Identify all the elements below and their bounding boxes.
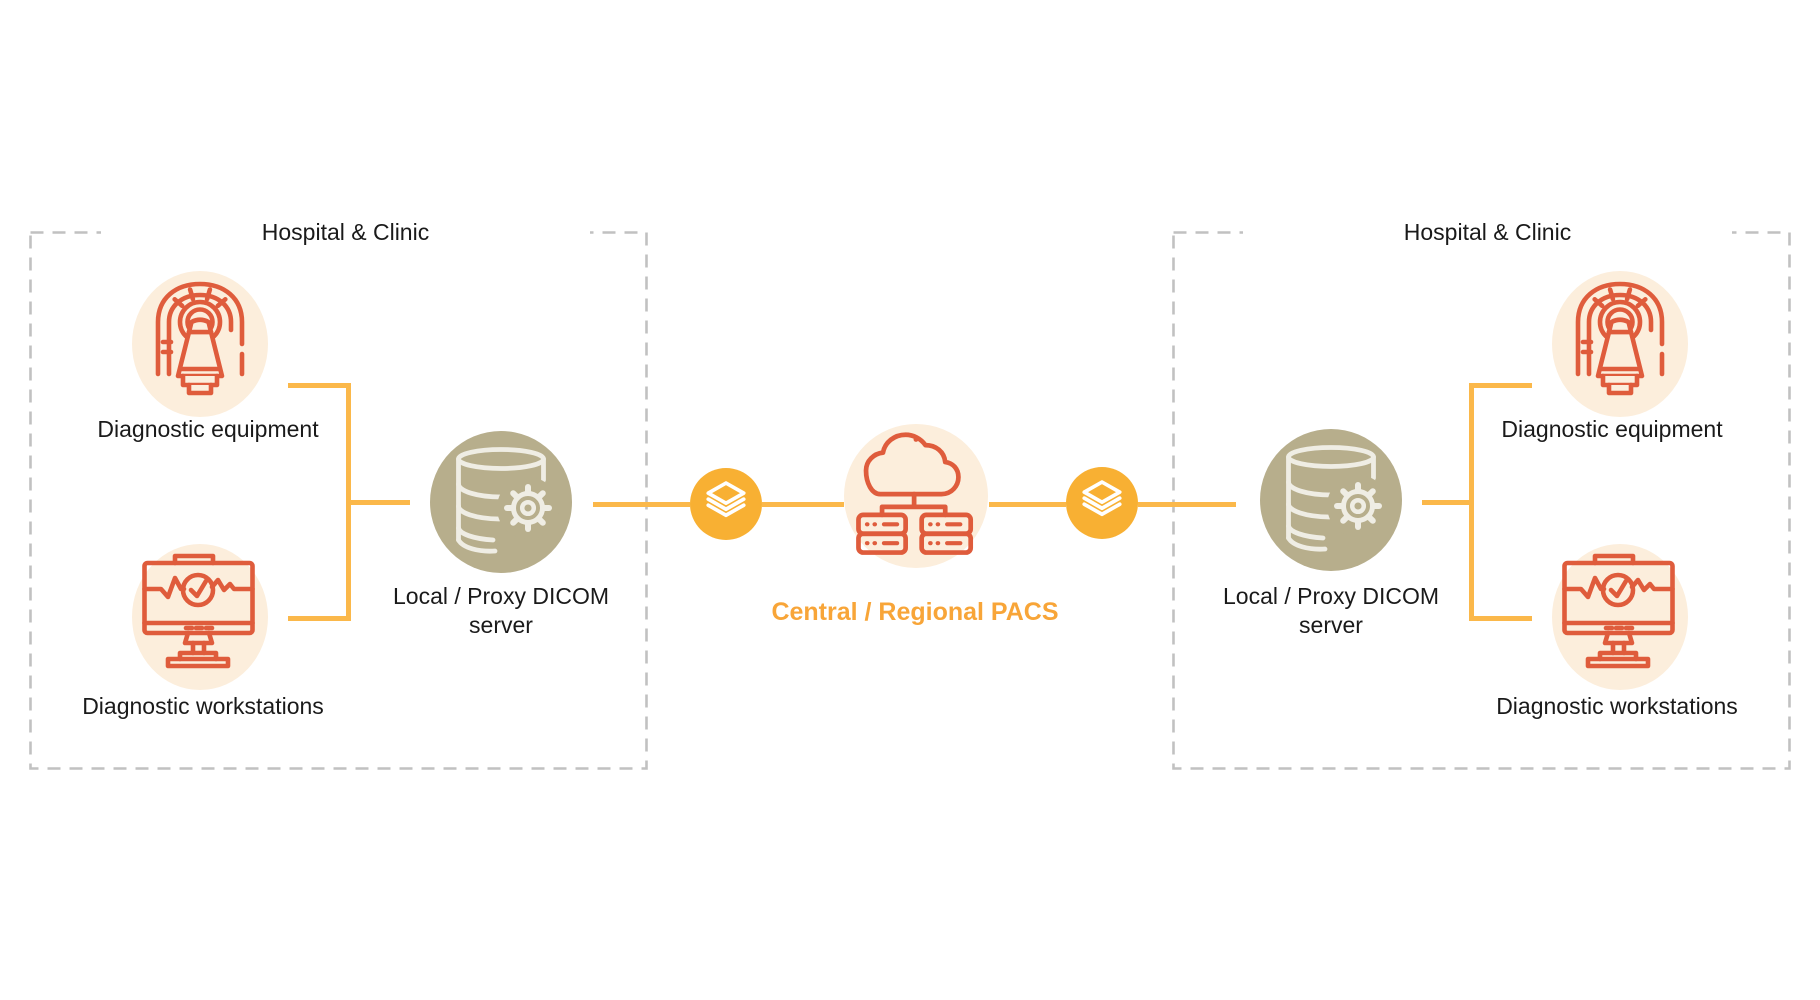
dicom-server-label-right: Local / Proxy DICOM server — [1151, 582, 1511, 640]
database-gear-icon — [456, 447, 559, 554]
central-pacs-label: Central / Regional PACS — [771, 598, 1059, 626]
database-gear-icon — [1286, 445, 1389, 552]
connector-right-equipment-stub — [1471, 383, 1532, 388]
connector-pacs-to-transfer-right — [989, 502, 1066, 507]
workstation-node-left — [132, 544, 268, 690]
equipment-node-right — [1552, 271, 1688, 417]
connector-left-bracket-vertical — [346, 383, 351, 621]
layers-stack-icon — [1082, 480, 1122, 517]
connector-right-server-to-bracket — [1422, 500, 1474, 505]
transfer-node-right — [1066, 467, 1138, 539]
equipment-label-left: Diagnostic equipment — [97, 416, 319, 442]
diagnostic-workstation-icon — [142, 553, 255, 669]
dicom-server-label-left-line2: server — [469, 612, 533, 638]
dicom-server-node-right — [1260, 429, 1402, 571]
central-pacs-node — [844, 424, 988, 568]
connector-leftserver-to-transfer — [593, 502, 690, 507]
connector-transfer-to-pacs-left — [762, 502, 844, 507]
connector-left-bracket-to-server — [351, 500, 410, 505]
layers-stack-icon — [706, 481, 746, 518]
dicom-server-node-left — [430, 431, 572, 573]
connector-right-bracket-vertical — [1469, 383, 1474, 621]
equipment-label-right: Diagnostic equipment — [1501, 416, 1723, 442]
mri-scanner-icon — [1575, 281, 1665, 396]
connector-transfer-to-rightserver — [1138, 502, 1236, 507]
cluster-title-right: Hospital & Clinic — [1243, 217, 1732, 247]
connector-left-workstation-stub — [288, 616, 351, 621]
workstation-label-left: Diagnostic workstations — [82, 693, 324, 719]
connector-left-equipment-stub — [288, 383, 351, 388]
dicom-server-label-right-line2: server — [1299, 612, 1363, 638]
dicom-server-label-right-line1: Local / Proxy DICOM — [1223, 583, 1439, 609]
dicom-server-label-left: Local / Proxy DICOM server — [321, 582, 681, 640]
diagnostic-workstation-icon — [1562, 553, 1675, 669]
equipment-node-left — [132, 271, 268, 417]
mri-scanner-icon — [155, 281, 245, 396]
cloud-servers-icon — [856, 432, 974, 555]
connector-right-workstation-stub — [1471, 616, 1532, 621]
workstation-node-right — [1552, 544, 1688, 690]
transfer-node-left — [690, 468, 762, 540]
cluster-title-left: Hospital & Clinic — [101, 217, 590, 247]
dicom-server-label-left-line1: Local / Proxy DICOM — [393, 583, 609, 609]
workstation-label-right: Diagnostic workstations — [1496, 693, 1738, 719]
